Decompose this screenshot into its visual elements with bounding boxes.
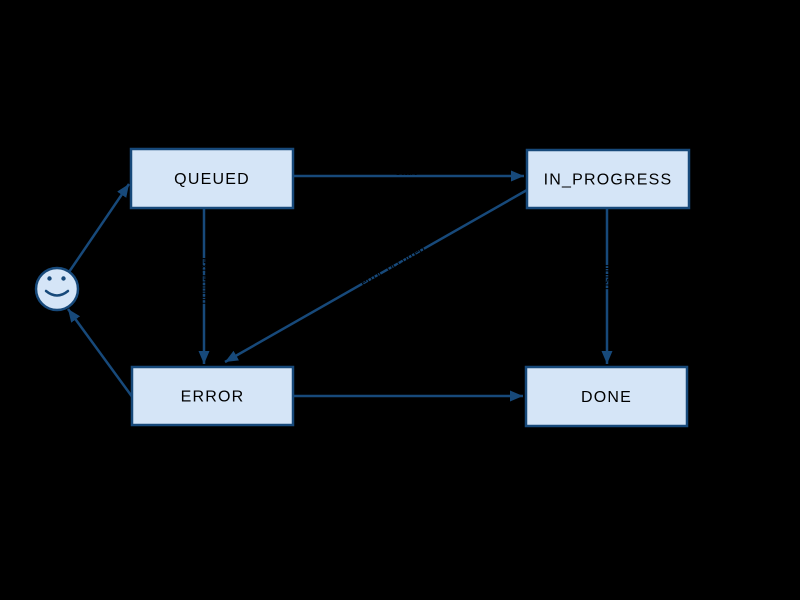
state-node-in_progress: IN_PROGRESS	[525, 148, 691, 210]
state-box-queued	[129, 147, 295, 210]
state-box-in_progress	[525, 148, 691, 210]
transition-edge-in_progress-to-error	[224, 188, 528, 364]
smiley-smile	[44, 289, 70, 297]
transition-label-in_progress-to-error: error_occurred	[359, 243, 428, 289]
state-node-queued: QUEUED	[129, 147, 295, 210]
transition-label-in_progress-to-done: finish	[601, 264, 613, 290]
state-label-in_progress: IN_PROGRESS	[544, 172, 673, 189]
start-state-smiley-icon	[34, 266, 80, 312]
state-box-done	[524, 365, 689, 428]
state-box-error	[130, 365, 295, 427]
state-label-error: ERROR	[181, 389, 245, 406]
transition-label-queued-to-error: exception	[198, 257, 210, 304]
state-label-done: DONE	[581, 389, 632, 406]
smiley-left-eye	[47, 276, 52, 281]
transition-edge-error-to-start	[66, 308, 135, 399]
transition-label-queued-to-in_progress: start	[395, 166, 416, 178]
state-node-done: DONE	[524, 365, 689, 428]
state-node-error: ERROR	[130, 365, 295, 427]
smiley-face-circle	[34, 266, 80, 312]
transition-edge-start-to-queued	[67, 183, 131, 273]
smiley-right-eye	[61, 276, 66, 281]
state-label-queued: QUEUED	[174, 171, 250, 188]
